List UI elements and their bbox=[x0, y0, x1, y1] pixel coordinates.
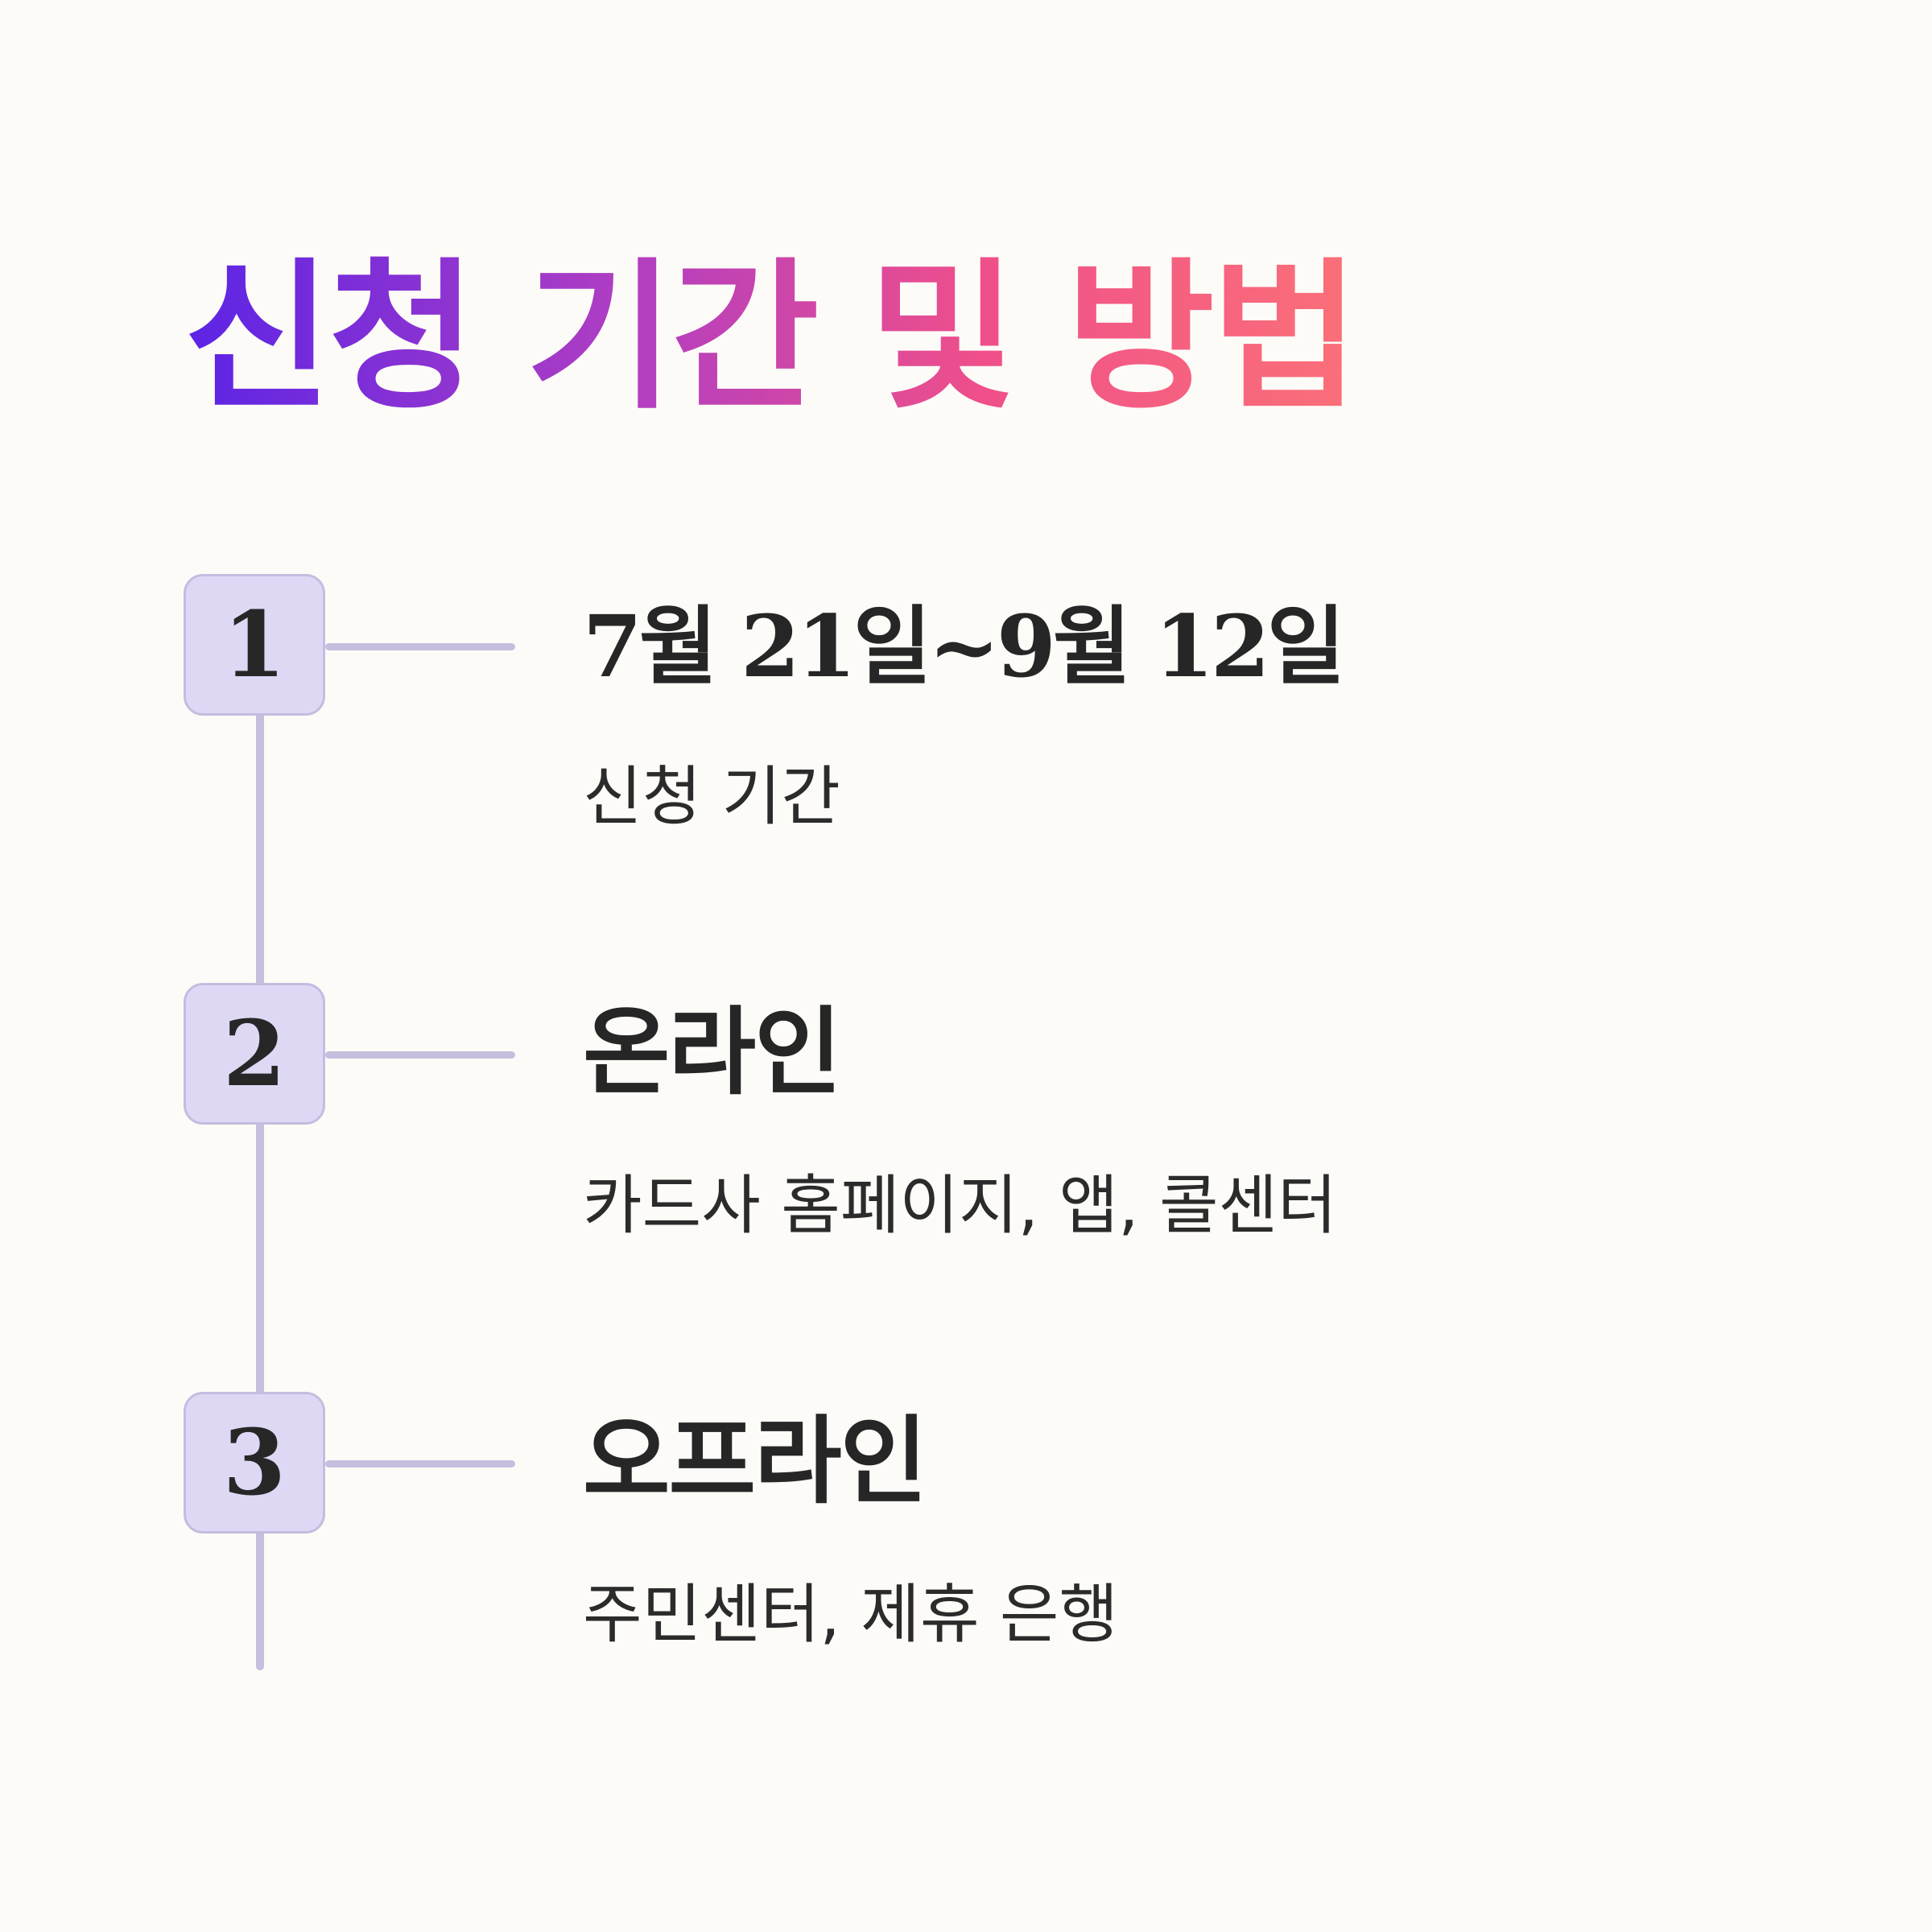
step-connector bbox=[325, 1460, 515, 1468]
step-title: 온라인 bbox=[583, 997, 842, 1108]
step-number-badge: 1 bbox=[184, 574, 325, 716]
step-description: 카드사 홈페이지, 앱, 콜센터 bbox=[583, 1168, 1337, 1243]
step-number-badge: 3 bbox=[184, 1392, 325, 1534]
page-title: 신청 기간 및 방법 bbox=[184, 242, 1360, 435]
step-connector bbox=[325, 643, 515, 650]
step-connector bbox=[325, 1051, 515, 1059]
timeline-line bbox=[256, 708, 264, 1670]
step-title: 오프라인 bbox=[583, 1406, 927, 1517]
step-title: 7월 21일~9월 12일 bbox=[583, 596, 1345, 696]
step-description: 신청 기간 bbox=[583, 759, 840, 834]
step-description: 주민센터, 제휴 은행 bbox=[583, 1577, 1119, 1652]
step-number-badge: 2 bbox=[184, 983, 325, 1125]
